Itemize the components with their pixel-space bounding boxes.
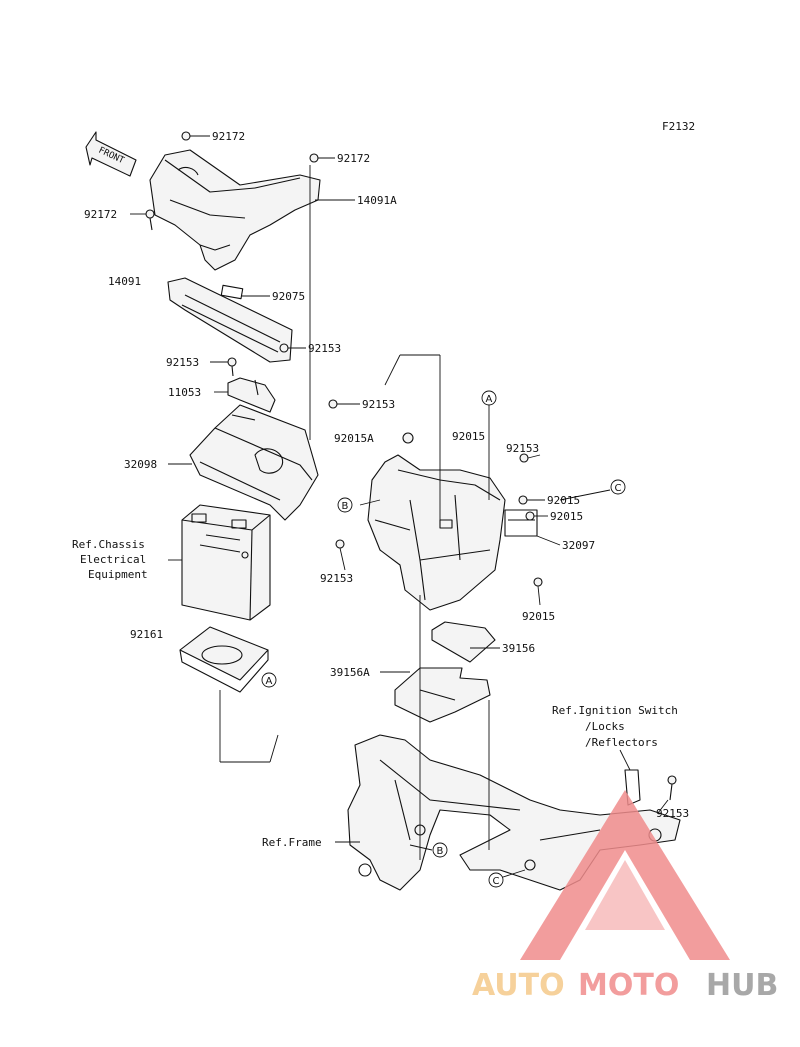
svg-text:C: C (615, 483, 622, 494)
label-92172-top: 92172 (212, 130, 245, 143)
label-92153-frame: 92153 (656, 807, 689, 820)
reference-notes: Ref.Chassis Electrical Equipment Ref.Ign… (72, 538, 678, 849)
svg-text:A: A (486, 394, 493, 405)
label-39156A: 39156A (330, 666, 370, 679)
leader-lines (130, 135, 669, 879)
label-11053: 11053 (168, 386, 201, 399)
ref-chassis-line3: Equipment (88, 568, 148, 581)
label-92172-left: 92172 (84, 208, 117, 221)
label-92153-upper-left: 92153 (166, 356, 199, 369)
label-92172-right: 92172 (337, 152, 370, 165)
svg-text:C: C (493, 876, 500, 887)
upper-cover-14091A (149, 149, 321, 271)
label-92161: 92161 (130, 628, 163, 641)
watermark-logo: AUTO MOTO HUB (472, 790, 778, 1003)
ref-chassis-line1: Ref.Chassis (72, 538, 145, 551)
battery-box-frame (367, 454, 538, 611)
callout-b-top: B (337, 497, 353, 513)
label-92075: 92075 (272, 290, 305, 303)
bracket-11053 (227, 377, 276, 413)
part-labels: 92172 92172 92172 14091A 14091 92075 921… (84, 130, 689, 820)
ref-ignition-line2: /Locks (585, 720, 625, 733)
callout-b-bottom: B (432, 842, 448, 858)
label-92015-right-2: 92015 (550, 510, 583, 523)
battery (181, 504, 271, 621)
svg-text:A: A (266, 676, 273, 687)
label-92015A: 92015A (334, 432, 374, 445)
bolt-icon (145, 131, 677, 801)
watermark-part1: AUTO (472, 968, 565, 1003)
label-39156: 39156 (502, 642, 535, 655)
ref-ignition-line3: /Reflectors (585, 736, 658, 749)
label-92015-right-1: 92015 (547, 494, 580, 507)
svg-text:B: B (342, 501, 349, 512)
callout-c-top: C (610, 479, 626, 495)
callout-a-bottom: A (261, 672, 277, 688)
label-92153-mid: 92153 (362, 398, 395, 411)
callout-c-bottom: C (488, 872, 504, 888)
ref-chassis-line2: Electrical (80, 553, 146, 566)
label-92015-top: 92015 (452, 430, 485, 443)
tray-92161 (179, 626, 269, 693)
label-92015-bottom: 92015 (522, 610, 555, 623)
watermark-part3: HUB (706, 968, 778, 1003)
svg-text:B: B (437, 846, 444, 857)
pad-39156 (431, 621, 496, 663)
callouts: A A B B C C (261, 390, 626, 888)
front-arrow-icon: FRONT (85, 131, 137, 177)
ref-ignition-line1: Ref.Ignition Switch (552, 704, 678, 717)
pad-39156A (394, 667, 491, 723)
callout-a-top: A (481, 390, 497, 406)
label-92153-box-left: 92153 (320, 572, 353, 585)
label-92153-upper-right: 92153 (308, 342, 341, 355)
label-92153-box: 92153 (506, 442, 539, 455)
label-32097: 32097 (562, 539, 595, 552)
figure-code: F2132 (662, 120, 695, 133)
label-32098: 32098 (124, 458, 157, 471)
ref-frame: Ref.Frame (262, 836, 322, 849)
battery-case-32098 (189, 404, 319, 521)
panel-14091 (167, 277, 293, 363)
label-14091: 14091 (108, 275, 141, 288)
label-14091A: 14091A (357, 194, 397, 207)
watermark-part2: MOTO (578, 968, 679, 1003)
